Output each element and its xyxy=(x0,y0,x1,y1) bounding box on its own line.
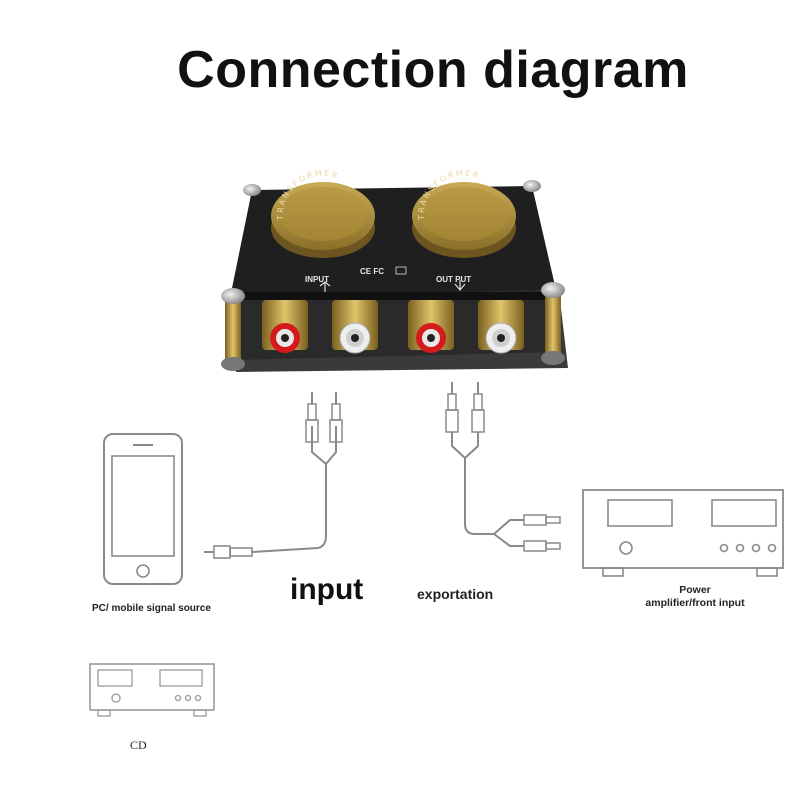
rca-jack-output-white xyxy=(478,300,524,354)
power-amplifier-label: Power amplifier/front input xyxy=(600,584,790,610)
transformer-device: TRANSFORMER TRANSFORMER INPUT CE FC OUT … xyxy=(221,169,568,372)
input-arrow-icon xyxy=(319,281,331,292)
bolt-back-left xyxy=(243,184,261,196)
exportation-label: exportation xyxy=(417,586,494,602)
mobile-phone-icon xyxy=(103,433,183,585)
cd-player-icon xyxy=(89,663,215,717)
cert-icon xyxy=(395,266,407,275)
signal-source-label: PC/ mobile signal source xyxy=(92,603,211,614)
pillar-left xyxy=(221,288,245,371)
transformer-cap-left: TRANSFORMER xyxy=(271,169,375,258)
output-cable xyxy=(445,382,561,552)
device-front-panel xyxy=(230,290,560,360)
output-marking: OUT PUT xyxy=(436,275,471,284)
rca-jack-input-red xyxy=(262,300,308,353)
diagram-title: Connection diagram xyxy=(177,41,689,99)
output-arrow-icon xyxy=(454,280,466,291)
power-amplifier-icon xyxy=(582,489,784,577)
input-marking: INPUT xyxy=(305,275,329,284)
input-cable xyxy=(204,392,343,559)
rca-jack-input-white xyxy=(332,300,378,354)
rca-jack-output-red xyxy=(408,300,454,353)
input-label: input xyxy=(290,573,364,606)
pcb-edge xyxy=(232,292,558,300)
power-label-line2: amplifier/front input xyxy=(645,597,745,609)
transformer-cap-right: TRANSFORMER xyxy=(412,169,516,258)
power-label-line1: Power xyxy=(679,584,711,596)
pillar-right xyxy=(541,282,565,365)
cd-label: CD xyxy=(130,738,147,752)
cert-marks: CE FC xyxy=(360,267,384,276)
bolt-back-right xyxy=(523,180,541,192)
